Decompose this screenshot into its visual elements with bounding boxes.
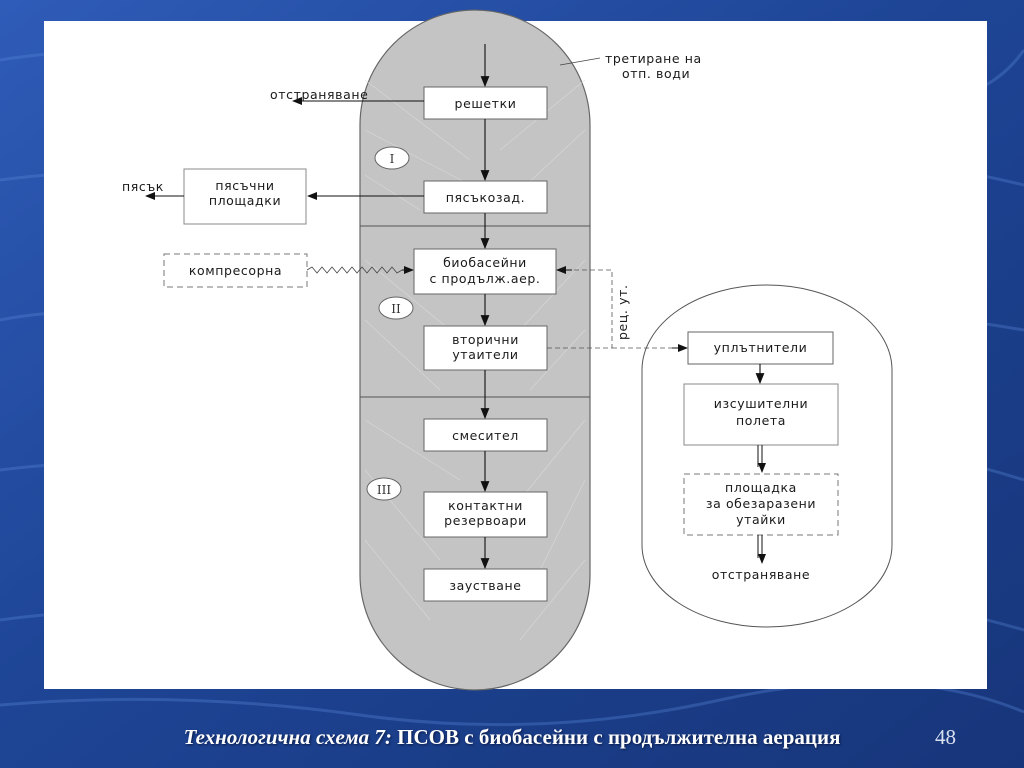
mixer-label: смесител (452, 428, 519, 443)
drying-beds-label: полета (736, 413, 786, 428)
compressor-label: компресорна (189, 263, 282, 278)
stage-ii-label: II (391, 302, 401, 316)
drying-beds-label: изсушителни (714, 396, 808, 411)
drying-beds-box (683, 383, 839, 446)
thickeners-box (687, 331, 834, 365)
effluent-discharge-label: заустване (449, 578, 521, 593)
stage-i-label: I (390, 152, 395, 166)
thickeners-label: уплътнители (714, 340, 808, 355)
aeration-basins-label: с продълж.аер. (430, 271, 541, 286)
caption-text: ПСОВ с биобасейни с продължителна аераци… (391, 725, 841, 749)
disinfected-sludge-label: за обезаразени (706, 496, 816, 511)
inflow-label: третиране на (605, 51, 702, 66)
slide-caption: Технологична схема 7: ПСОВ с биобасейни … (0, 725, 1024, 750)
return-sludge-line (547, 269, 613, 349)
stage-ii-badge (378, 296, 414, 320)
stage-iii-badge (366, 477, 402, 501)
inflow-leader (559, 57, 601, 66)
secondary-clarifiers-label: вторични (452, 332, 519, 347)
page-number: 48 (935, 725, 956, 749)
removal-bottom-label: отстраняване (712, 567, 810, 582)
contact-tanks-box (423, 491, 548, 538)
screens-label: решетки (455, 96, 517, 111)
stage-iii-label: III (377, 483, 391, 497)
removal-top-label: отстраняване (270, 87, 368, 102)
sand-output-label: пясък (122, 179, 164, 194)
disinfected-sludge-label: утайки (736, 512, 786, 527)
sand-beds-label: пясъчни (215, 178, 274, 193)
compressor-box (163, 253, 308, 288)
air-supply-line (306, 266, 403, 274)
aeration-basins-box (413, 248, 557, 295)
effluent-discharge-box (423, 568, 548, 602)
disinfected-sludge-box (683, 473, 839, 536)
screens-box (423, 86, 548, 120)
return-sludge-label: рец. ут. (615, 284, 630, 340)
mixer-box (423, 418, 548, 452)
sand-beds-box (183, 168, 307, 225)
disinfected-sludge-label: площадка (725, 480, 797, 495)
secondary-clarifiers-label: утаители (452, 347, 518, 362)
caption-italic: Технологична схема 7: (183, 725, 392, 749)
contact-tanks-label: резервоари (444, 513, 527, 528)
sludge-line-zone (641, 284, 893, 628)
contact-tanks-label: контактни (448, 498, 523, 513)
grit-chamber-box (423, 180, 548, 214)
stage-i-badge (374, 146, 410, 170)
secondary-clarifiers-box (423, 325, 548, 371)
aeration-basins-label: биобасейни (443, 255, 527, 270)
grit-chamber-label: пясъкозад. (446, 190, 526, 205)
inflow-label: отп. води (622, 66, 690, 81)
sand-beds-label: площадки (209, 193, 281, 208)
